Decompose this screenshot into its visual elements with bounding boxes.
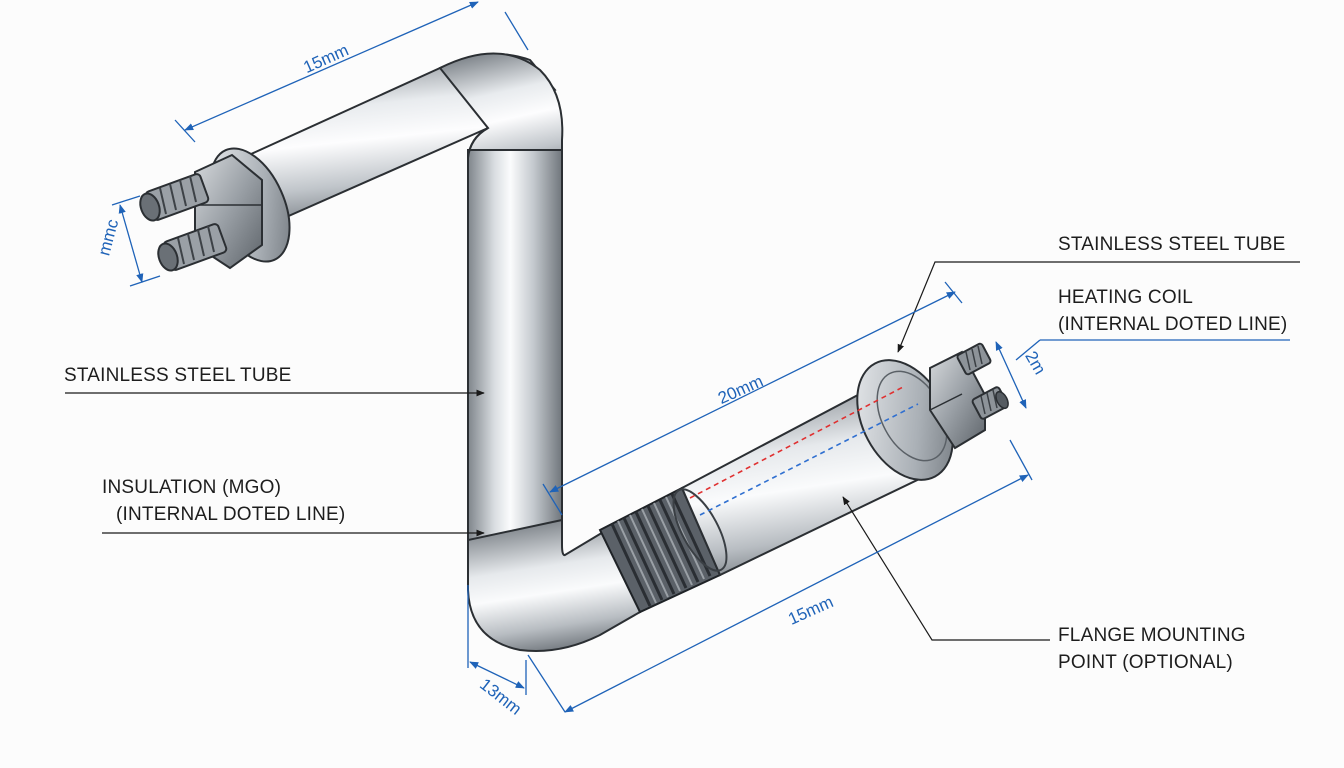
- label-insulation: INSULATION (MGO) (INTERNAL DOTED LINE): [102, 474, 345, 528]
- dim-left-terminal: mmc: [94, 217, 122, 258]
- label-tube-left-text: STAINLESS STEEL TUBE: [64, 365, 292, 386]
- label-flange: FLANGE MOUNTING POINT (OPTIONAL): [1058, 622, 1246, 676]
- left-terminal-studs: [139, 173, 228, 272]
- label-heating-coil-line2: (INTERNAL DOTED LINE): [1058, 314, 1288, 335]
- label-heating-coil-line1: HEATING COIL: [1058, 287, 1194, 308]
- leader-flange: [842, 496, 1050, 641]
- label-tube-right: STAINLESS STEEL TUBE: [1058, 231, 1286, 258]
- dim-diagonal-length: 20mm: [715, 371, 766, 408]
- label-tube-right-text: STAINLESS STEEL TUBE: [1058, 234, 1286, 255]
- label-heating-coil: HEATING COIL (INTERNAL DOTED LINE): [1058, 284, 1287, 338]
- dim-top-length: 15mm: [301, 40, 352, 77]
- label-tube-left: STAINLESS STEEL TUBE: [64, 362, 292, 389]
- dimension-lines: [111, 1, 1041, 713]
- label-flange-line2: POINT (OPTIONAL): [1058, 652, 1233, 673]
- stainless-steel-tube: [236, 52, 642, 652]
- label-flange-line1: FLANGE MOUNTING: [1058, 625, 1246, 646]
- label-insulation-line1: INSULATION (MGO): [102, 477, 282, 498]
- dim-bottom-length: 15mm: [785, 592, 836, 629]
- dim-bend-width: 13mm: [476, 675, 525, 719]
- label-insulation-line2: (INTERNAL DOTED LINE): [116, 504, 346, 525]
